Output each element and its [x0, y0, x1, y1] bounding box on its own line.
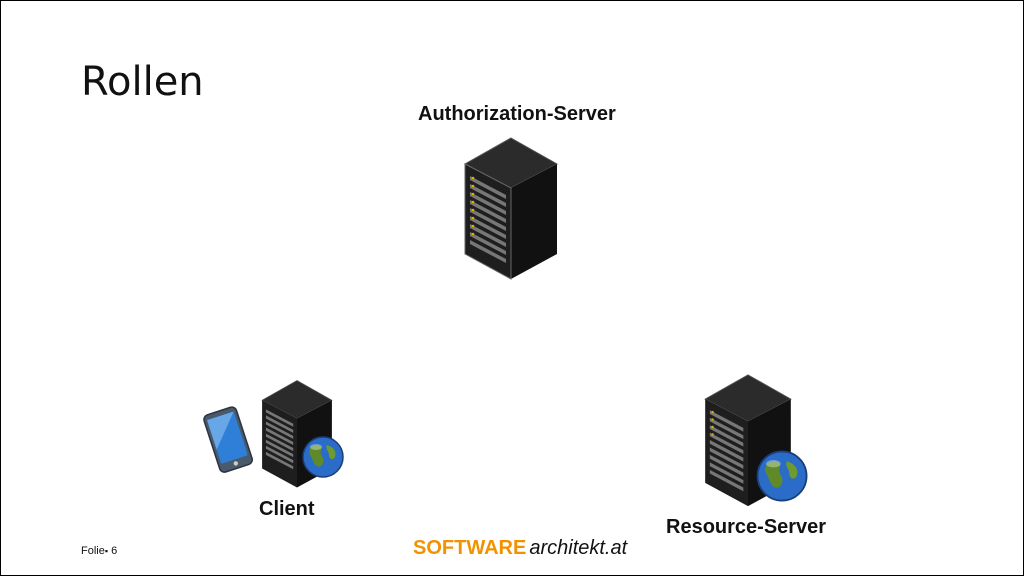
- footer-label: Folie: [81, 545, 105, 557]
- smartphone-icon: [203, 406, 253, 473]
- brand-part-domain: architekt.at: [529, 537, 628, 559]
- authorization-server-label: Authorization-Server: [418, 103, 616, 125]
- globe-icon: [302, 436, 344, 478]
- globe-icon: [756, 450, 808, 502]
- page-number: 6: [111, 545, 118, 557]
- slide-title: Rollen: [81, 59, 204, 105]
- client-label: Client: [259, 498, 315, 520]
- footer-bullet: ▪: [104, 546, 109, 556]
- brand-part-software: SOFTWARE: [413, 537, 527, 559]
- server-tower-icon: [463, 137, 559, 280]
- slide-footer: Folie▪ 6: [81, 545, 117, 557]
- resource-server-label: Resource-Server: [666, 516, 827, 538]
